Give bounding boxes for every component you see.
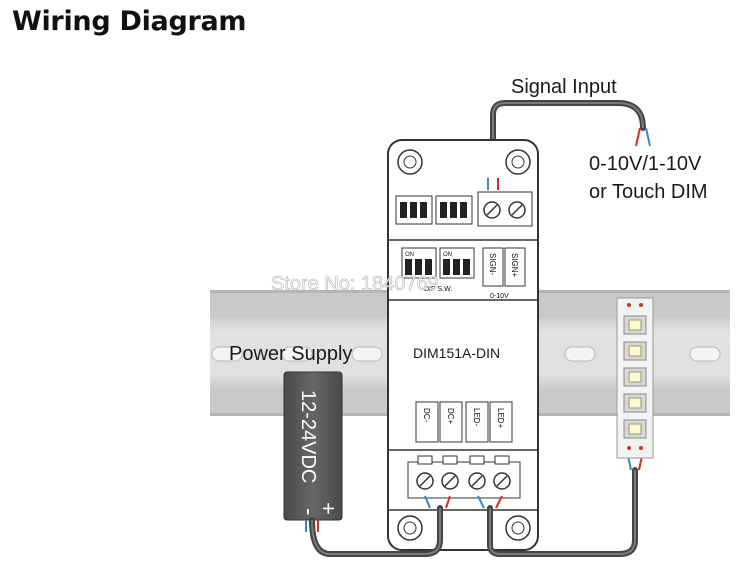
signal-type-line1: 0-10V/1-10V [589, 153, 702, 175]
led-minus-label: LED- [472, 408, 481, 427]
dip-on-label-2: ON [443, 252, 452, 258]
power-supply: 12-24VDC - + [283, 371, 343, 521]
power-wire [305, 495, 451, 557]
led-strip [616, 297, 654, 459]
led-plus-label: LED+ [496, 408, 505, 429]
model-name: DIM151A-DIN [413, 345, 500, 361]
signal-wire [490, 100, 651, 193]
dip-switch-label: DIP S.W. [424, 286, 452, 293]
psu-voltage-label: 12-24VDC [297, 390, 319, 483]
sign-plus-label: SIGN+ [510, 253, 519, 278]
dc-minus-label: DC- [422, 408, 431, 423]
store-watermark: Store No: 1840769 [271, 273, 439, 295]
led-wire [477, 455, 643, 557]
signal-input-label: Signal Input [511, 76, 617, 98]
signal-range-label: 0-10V [490, 293, 509, 300]
power-supply-label: Power Supply [229, 343, 352, 365]
dip-on-label-1: ON [405, 252, 414, 258]
psu-minus-label: - [297, 508, 322, 515]
page-title: Wiring Diagram [12, 6, 247, 37]
dc-plus-label: DC+ [446, 408, 455, 425]
psu-plus-label: + [316, 502, 341, 515]
signal-type-line2: or Touch DIM [589, 181, 708, 203]
dimmer-module: ON ON DIP S.W. SIGN- SIGN+ 0-10V DIM151A… [387, 139, 539, 551]
sign-minus-label: SIGN- [488, 253, 497, 276]
